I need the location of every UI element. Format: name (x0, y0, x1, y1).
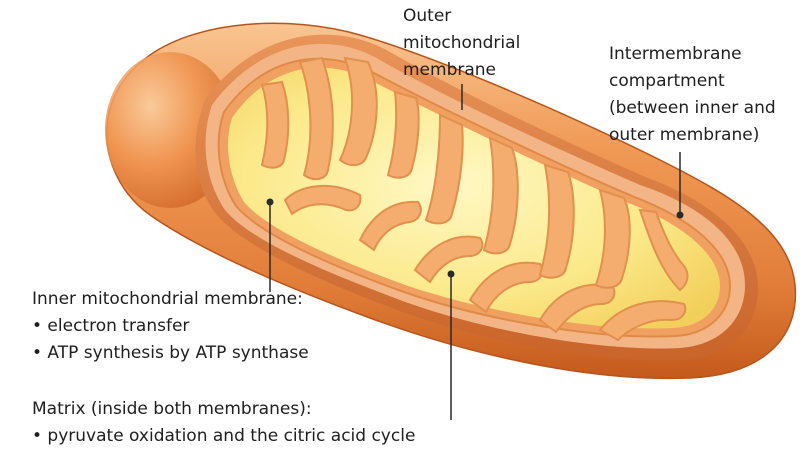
label-line: • pyruvate oxidation and the citric acid… (32, 426, 416, 446)
label-outer-membrane: Outer mitochondrial membrane (403, 3, 520, 84)
matrix-region (217, 56, 732, 342)
label-line: mitochondrial (403, 33, 521, 53)
leader-dot-inner-membrane (266, 198, 274, 206)
label-line: compartment (609, 71, 725, 91)
label-matrix: Matrix (inside both membranes): • pyruva… (32, 396, 415, 450)
leader-dot-intermembrane (676, 211, 684, 219)
cristae (260, 56, 689, 342)
label-intermembrane-compartment: Intermembrane compartment (between inner… (609, 41, 776, 149)
leader-dots (266, 198, 684, 278)
label-line: membrane (403, 60, 497, 80)
leader-lines (269, 84, 681, 420)
leader-dot-matrix (447, 270, 455, 278)
label-line: Outer (403, 6, 452, 26)
label-line: Intermembrane (609, 44, 742, 64)
label-line: Matrix (inside both membranes): (32, 399, 312, 419)
label-line: Inner mitochondrial membrane: (32, 289, 303, 309)
label-line: • electron transfer (32, 316, 190, 336)
label-line: • ATP synthesis by ATP synthase (32, 343, 309, 363)
label-inner-membrane: Inner mitochondrial membrane: • electron… (32, 286, 309, 367)
label-line: outer membrane) (609, 125, 760, 145)
label-line: (between inner and (609, 98, 776, 118)
